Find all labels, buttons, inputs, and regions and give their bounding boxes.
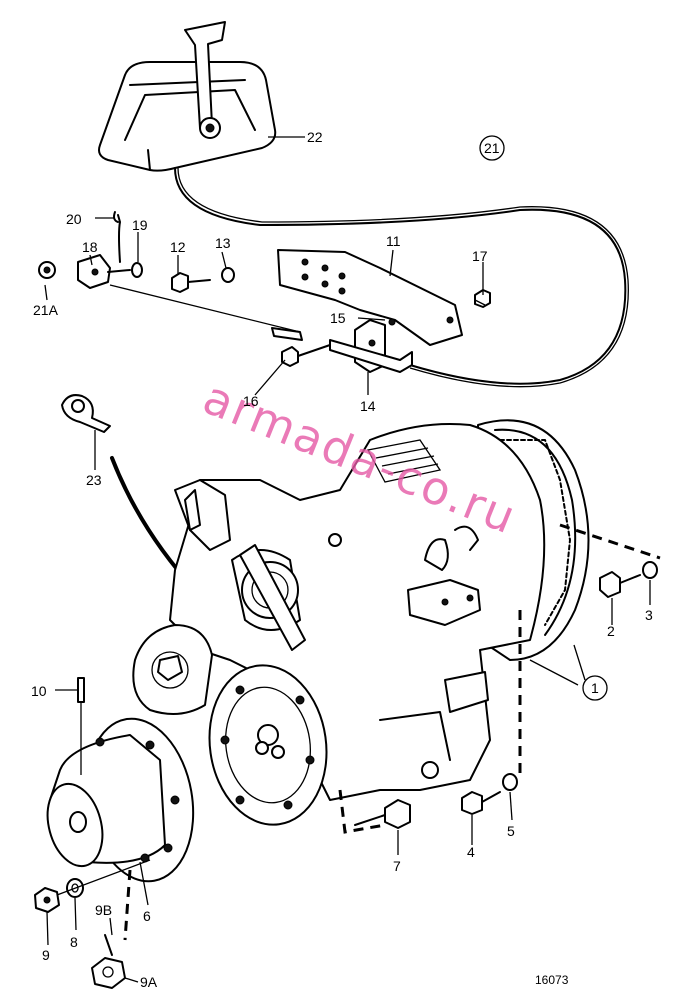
cable-bracket xyxy=(277,249,463,346)
label-5: 5 xyxy=(507,823,515,839)
fasteners-lower-left xyxy=(34,859,151,989)
label-14: 14 xyxy=(360,398,376,414)
label-6: 6 xyxy=(143,908,151,924)
control-cable xyxy=(174,167,627,385)
leader-lines xyxy=(44,136,651,983)
label-9: 9 xyxy=(42,947,50,963)
label-21: 21 xyxy=(484,140,500,156)
label-2: 2 xyxy=(607,623,615,639)
label-13: 13 xyxy=(215,235,231,251)
control-lever-box xyxy=(98,21,277,172)
clip-23 xyxy=(61,394,111,433)
label-3: 3 xyxy=(645,607,653,623)
label-12: 12 xyxy=(170,239,186,255)
fasteners-right xyxy=(354,561,658,829)
label-22: 22 xyxy=(307,129,323,145)
label-18: 18 xyxy=(82,239,98,255)
callout-circle-21 xyxy=(479,135,505,161)
label-16: 16 xyxy=(243,393,259,409)
fasteners-upper xyxy=(171,267,491,367)
label-8: 8 xyxy=(70,934,78,950)
label-9A: 9A xyxy=(140,974,158,990)
label-19: 19 xyxy=(132,217,148,233)
label-21A: 21A xyxy=(33,302,59,318)
vent-grill xyxy=(367,439,442,483)
coupling-flange xyxy=(46,717,195,883)
figure-number: 16073 xyxy=(535,973,569,987)
callout-circle-1 xyxy=(582,675,608,701)
label-23: 23 xyxy=(86,472,102,488)
label-4: 4 xyxy=(467,844,475,860)
label-20: 20 xyxy=(66,211,82,227)
label-10: 10 xyxy=(31,683,47,699)
label-11: 11 xyxy=(386,233,401,249)
label-15: 15 xyxy=(330,310,346,326)
part-labels: 22 21 20 19 18 12 13 11 17 21A 15 16 14 … xyxy=(31,129,653,990)
label-7: 7 xyxy=(393,858,401,874)
label-1: 1 xyxy=(591,680,599,696)
output-flange xyxy=(208,664,328,826)
small-parts-linkage xyxy=(38,211,303,341)
cable-clamp xyxy=(329,318,413,373)
pin-10 xyxy=(77,677,85,703)
label-9B: 9B xyxy=(95,902,112,918)
label-17: 17 xyxy=(472,248,488,264)
reverse-gear-housing xyxy=(132,419,590,801)
